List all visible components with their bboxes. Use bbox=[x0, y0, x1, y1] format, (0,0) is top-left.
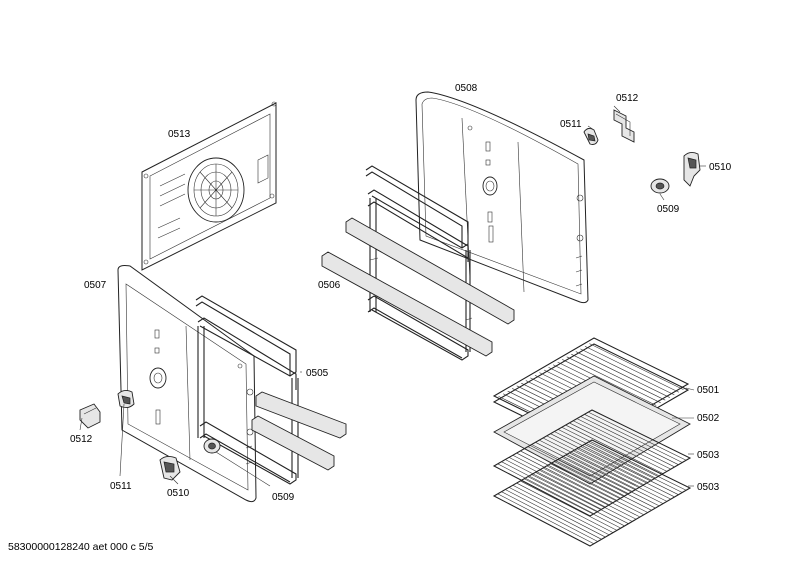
label-0510-right: 0510 bbox=[709, 162, 732, 173]
label-0511-top: 0511 bbox=[560, 119, 582, 130]
grid-wire bbox=[524, 448, 621, 499]
grid-wire bbox=[539, 469, 637, 520]
grid-wire bbox=[576, 418, 675, 468]
grid-wire bbox=[562, 359, 657, 406]
label-0512-left: 0512 bbox=[70, 434, 93, 445]
label-0513: 0513 bbox=[168, 129, 191, 140]
grommet-right bbox=[650, 178, 670, 194]
grid-wire bbox=[554, 431, 652, 481]
grid-wire bbox=[561, 426, 660, 477]
grid-wire bbox=[588, 411, 687, 461]
label-0503-lower: 0503 bbox=[697, 482, 720, 493]
guide-clip-left bbox=[117, 389, 135, 409]
grid-wire bbox=[550, 433, 648, 483]
grill-grid-upper bbox=[492, 409, 692, 517]
grid-wire bbox=[573, 420, 671, 470]
grid-wire bbox=[571, 353, 666, 401]
grid-wire bbox=[576, 448, 675, 498]
grid-wire bbox=[516, 452, 614, 503]
grid-wire bbox=[508, 487, 606, 538]
grid-wire bbox=[569, 452, 668, 502]
grid-wire bbox=[584, 346, 680, 393]
hinge-bracket-right bbox=[613, 109, 635, 143]
grid-wire bbox=[580, 446, 679, 495]
label-0509-right: 0509 bbox=[657, 204, 680, 215]
grill-grid-lower bbox=[492, 439, 692, 547]
hinge-bracket-left bbox=[79, 403, 101, 429]
grid-wire bbox=[505, 489, 602, 540]
grid-wire bbox=[520, 480, 618, 531]
grid-wire bbox=[565, 424, 664, 474]
grid-wire bbox=[501, 491, 598, 542]
grid-wire bbox=[512, 484, 610, 536]
right-shelf-guides bbox=[321, 165, 515, 361]
grid-wire bbox=[512, 454, 610, 506]
fan-cover-panel bbox=[141, 101, 277, 271]
grid-wire bbox=[554, 461, 652, 511]
grid-wire bbox=[561, 456, 660, 507]
leader-lines bbox=[79, 105, 706, 487]
grid-wire bbox=[588, 441, 687, 491]
grid-wire bbox=[566, 356, 661, 404]
grid-wire bbox=[516, 482, 614, 533]
grid-wire bbox=[527, 446, 625, 497]
grid-wire bbox=[573, 450, 671, 500]
grid-wire bbox=[584, 414, 683, 463]
grid-wire bbox=[535, 472, 633, 522]
label-0503-upper: 0503 bbox=[697, 450, 720, 461]
grid-wire bbox=[580, 416, 679, 465]
label-0509-bottom: 0509 bbox=[272, 492, 295, 503]
grommet-left bbox=[203, 438, 221, 454]
grid-wire bbox=[565, 454, 664, 504]
grid-wire bbox=[501, 461, 598, 512]
grid-wire bbox=[584, 444, 683, 493]
label-0508: 0508 bbox=[455, 83, 478, 94]
label-0502: 0502 bbox=[697, 413, 720, 424]
label-0501: 0501 bbox=[697, 385, 720, 396]
lamp-holder-right bbox=[683, 151, 701, 187]
label-0505: 0505 bbox=[306, 368, 329, 379]
grid-wire bbox=[531, 444, 629, 494]
left-shelf-guides bbox=[195, 295, 347, 485]
label-0506: 0506 bbox=[318, 280, 341, 291]
grid-wire bbox=[557, 429, 656, 479]
label-0507: 0507 bbox=[84, 280, 107, 291]
grid-wire bbox=[542, 467, 641, 518]
grid-wire bbox=[497, 493, 594, 545]
lamp-holder-left bbox=[159, 455, 181, 481]
grid-wire bbox=[505, 459, 602, 510]
grid-wire bbox=[497, 463, 594, 515]
right-side-wall bbox=[415, 91, 589, 304]
document-footer: 58300000128240 aet 000 c 5/5 bbox=[8, 541, 154, 553]
grid-wire bbox=[546, 465, 644, 516]
grid-wire bbox=[542, 437, 641, 488]
grid-wire bbox=[527, 476, 625, 527]
left-side-wall bbox=[117, 265, 257, 503]
grid-wire bbox=[535, 442, 633, 492]
guide-clip-right bbox=[583, 127, 599, 145]
label-0512-top: 0512 bbox=[616, 93, 639, 104]
grid-wire bbox=[550, 463, 648, 513]
label-0510-bottom: 0510 bbox=[167, 488, 190, 499]
grid-wire bbox=[546, 435, 644, 486]
grid-wire bbox=[575, 351, 670, 398]
grid-wire bbox=[524, 478, 621, 529]
grid-wire bbox=[520, 450, 618, 501]
grid-wire bbox=[539, 439, 637, 490]
grid-wire bbox=[580, 348, 675, 396]
label-0511-bottom: 0511 bbox=[110, 481, 132, 492]
grid-wire bbox=[589, 343, 684, 390]
grid-wire bbox=[508, 457, 606, 508]
grid-wire bbox=[569, 422, 668, 472]
grid-wire bbox=[557, 459, 656, 509]
grid-wire bbox=[531, 474, 629, 524]
